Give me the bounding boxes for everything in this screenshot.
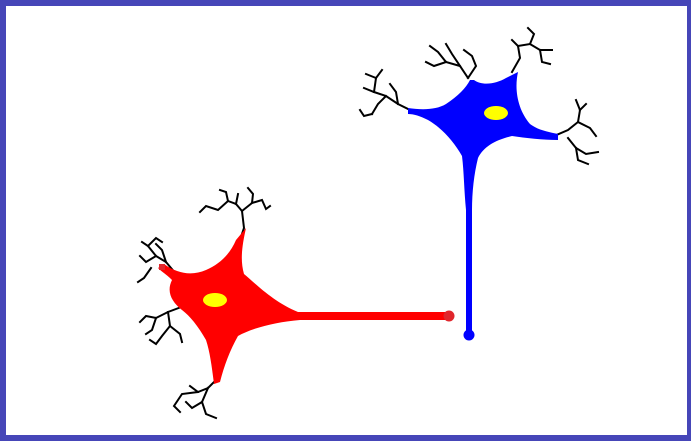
red-neuron-dendrites: [136, 186, 272, 420]
red-neuron-nucleus: [203, 293, 227, 307]
red-neuron-body: [158, 228, 446, 384]
blue-neuron-nucleus: [484, 106, 508, 120]
red-neuron-axon-terminal: [443, 310, 455, 322]
neuron-diagram: [136, 26, 600, 420]
blue-neuron: [358, 26, 600, 341]
blue-neuron-body: [408, 72, 558, 332]
blue-neuron-axon-terminal: [463, 329, 475, 341]
red-neuron-dendrite-tip: [159, 264, 165, 270]
red-neuron: [136, 186, 455, 420]
blue-neuron-dendrites: [358, 26, 600, 166]
